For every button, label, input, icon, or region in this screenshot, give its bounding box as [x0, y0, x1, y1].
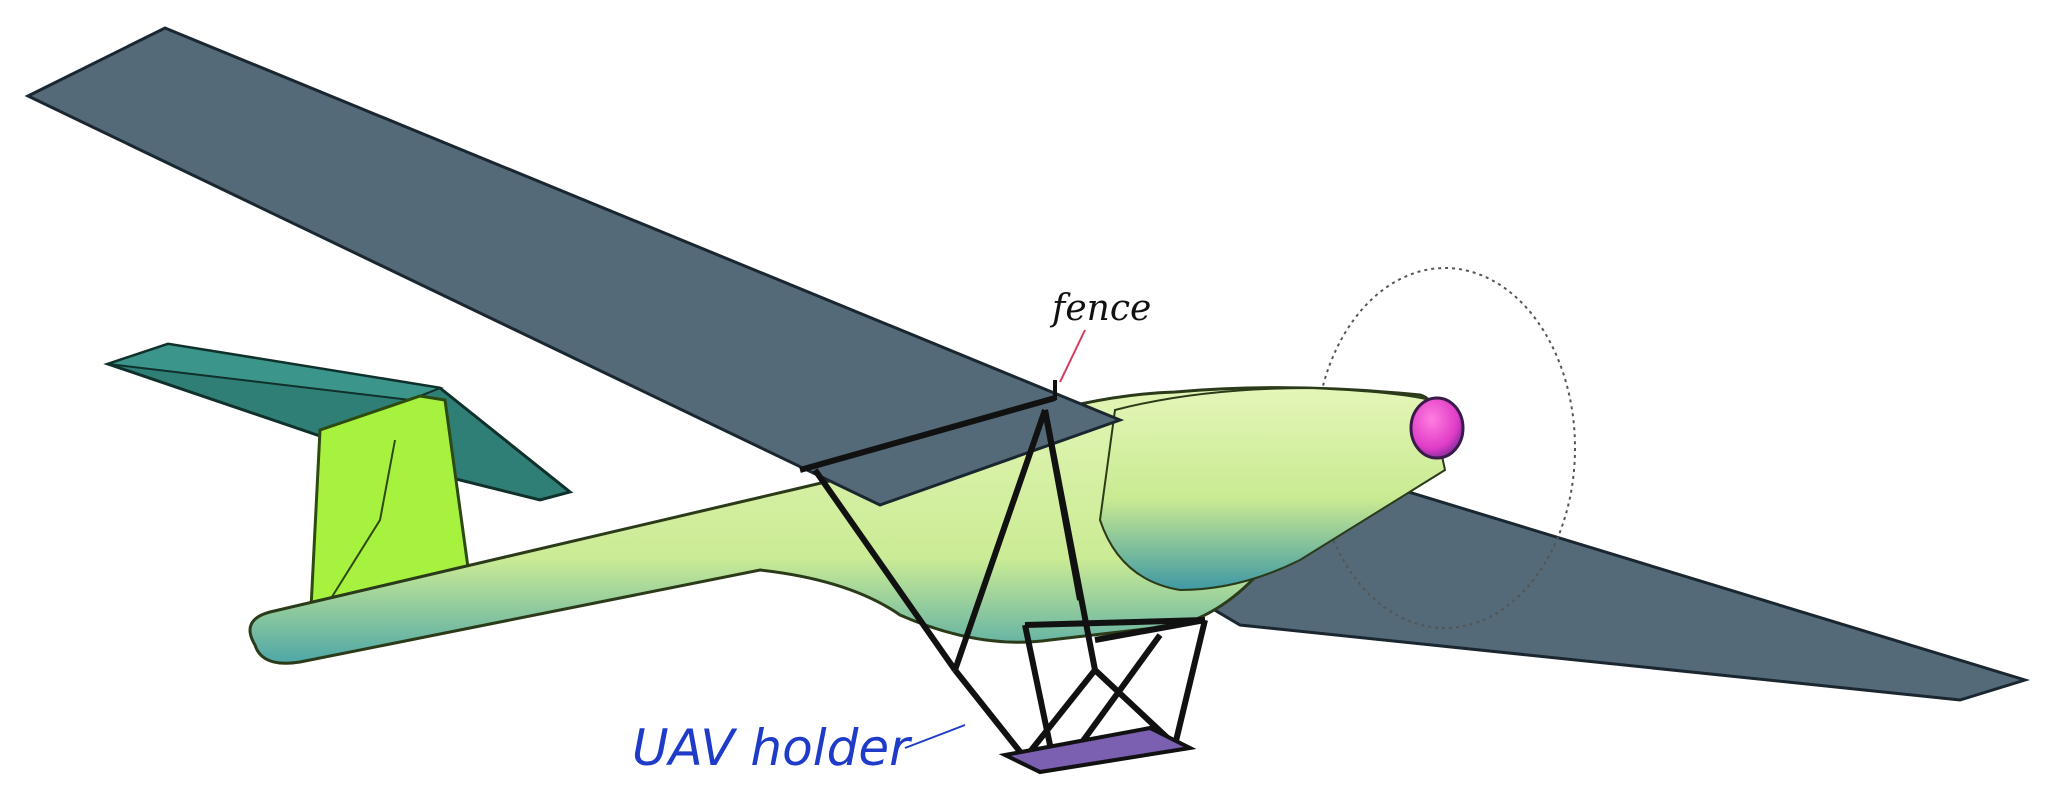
horizontal-stabilizer-top — [107, 342, 444, 402]
uav-holder-label: UAV holder — [632, 719, 913, 777]
nose-cone — [1409, 396, 1465, 460]
uav-holder-leader-line — [904, 724, 966, 749]
uav-holder-truss — [812, 409, 1208, 760]
uav-holder-plate — [998, 725, 1197, 775]
left-wing — [24, 26, 1125, 507]
propeller-disc-icon — [1314, 267, 1576, 629]
fence-leader-line — [1059, 329, 1086, 383]
wing-fence — [799, 395, 1056, 473]
fence-label: fence — [1049, 288, 1151, 329]
vertical-fin — [308, 394, 472, 631]
fin-detail-line — [329, 439, 396, 601]
nacelle — [1098, 386, 1447, 592]
